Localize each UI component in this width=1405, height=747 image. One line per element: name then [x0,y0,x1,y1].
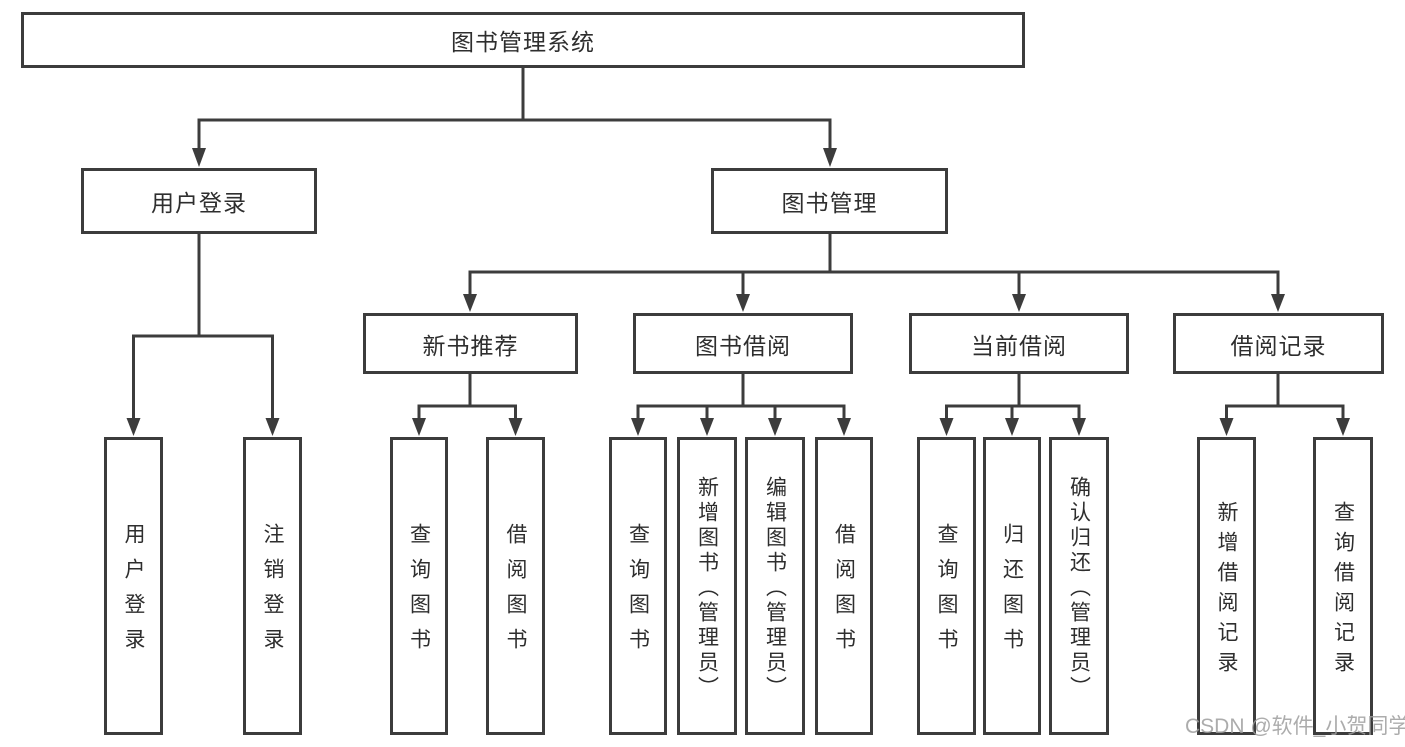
leaf-add-borrow-record-label: 新增借阅记录 [1215,500,1238,681]
node-root: 图书管理系统 [21,12,1025,68]
csdn-watermark: CSDN @软件_小贺同学 [1185,715,1405,738]
leaf-query-books-borrow: 查询图书 [609,437,667,735]
leaf-return-book: 归还图书 [983,437,1041,735]
leaf-query-books-borrow-label: 查询图书 [626,523,650,663]
leaf-logout: 注销登录 [243,437,302,735]
leaf-logout-label: 注销登录 [261,523,284,663]
leaf-add-book-admin: 新增图书（管理员） [677,437,737,735]
node-new-book-recommend: 新书推荐 [363,313,578,374]
node-user-login: 用户登录 [81,168,317,234]
leaf-query-books-recommend: 查询图书 [390,437,448,735]
leaf-query-books-current: 查询图书 [917,437,976,735]
node-book-management: 图书管理 [711,168,948,234]
leaf-confirm-return-admin-label: 确认归还（管理员） [1067,475,1091,701]
node-current-borrow-label: 当前借阅 [971,332,1067,359]
node-book-management-label: 图书管理 [781,190,878,216]
leaf-borrow-books-label: 借阅图书 [832,523,856,663]
leaf-add-book-admin-label: 新增图书（管理员） [695,475,719,701]
leaf-user-login-label: 用户登录 [122,523,145,663]
leaf-edit-book-admin: 编辑图书（管理员） [745,437,805,735]
leaf-query-books-current-label: 查询图书 [935,523,958,663]
node-borrow-records: 借阅记录 [1173,313,1384,374]
leaf-return-book-label: 归还图书 [1000,523,1024,663]
node-user-login-label: 用户登录 [151,190,247,216]
leaf-borrow-books: 借阅图书 [815,437,873,735]
leaf-borrow-books-recommend: 借阅图书 [486,437,545,735]
node-new-book-recommend-label: 新书推荐 [422,332,519,359]
node-current-borrow: 当前借阅 [909,313,1129,374]
node-root-label: 图书管理系统 [451,29,595,55]
leaf-edit-book-admin-label: 编辑图书（管理员） [763,475,787,701]
node-borrow-records-label: 借阅记录 [1230,332,1327,359]
leaf-borrow-books-recommend-label: 借阅图书 [504,523,527,663]
leaf-query-borrow-record: 查询借阅记录 [1313,437,1373,735]
leaf-query-books-recommend-label: 查询图书 [407,523,431,663]
leaf-user-login: 用户登录 [104,437,163,735]
node-book-borrow-label: 图书借阅 [695,332,791,359]
node-book-borrow: 图书借阅 [633,313,853,374]
leaf-query-borrow-record-label: 查询借阅记录 [1331,500,1355,681]
leaf-confirm-return-admin: 确认归还（管理员） [1049,437,1109,735]
leaf-add-borrow-record: 新增借阅记录 [1197,437,1256,735]
